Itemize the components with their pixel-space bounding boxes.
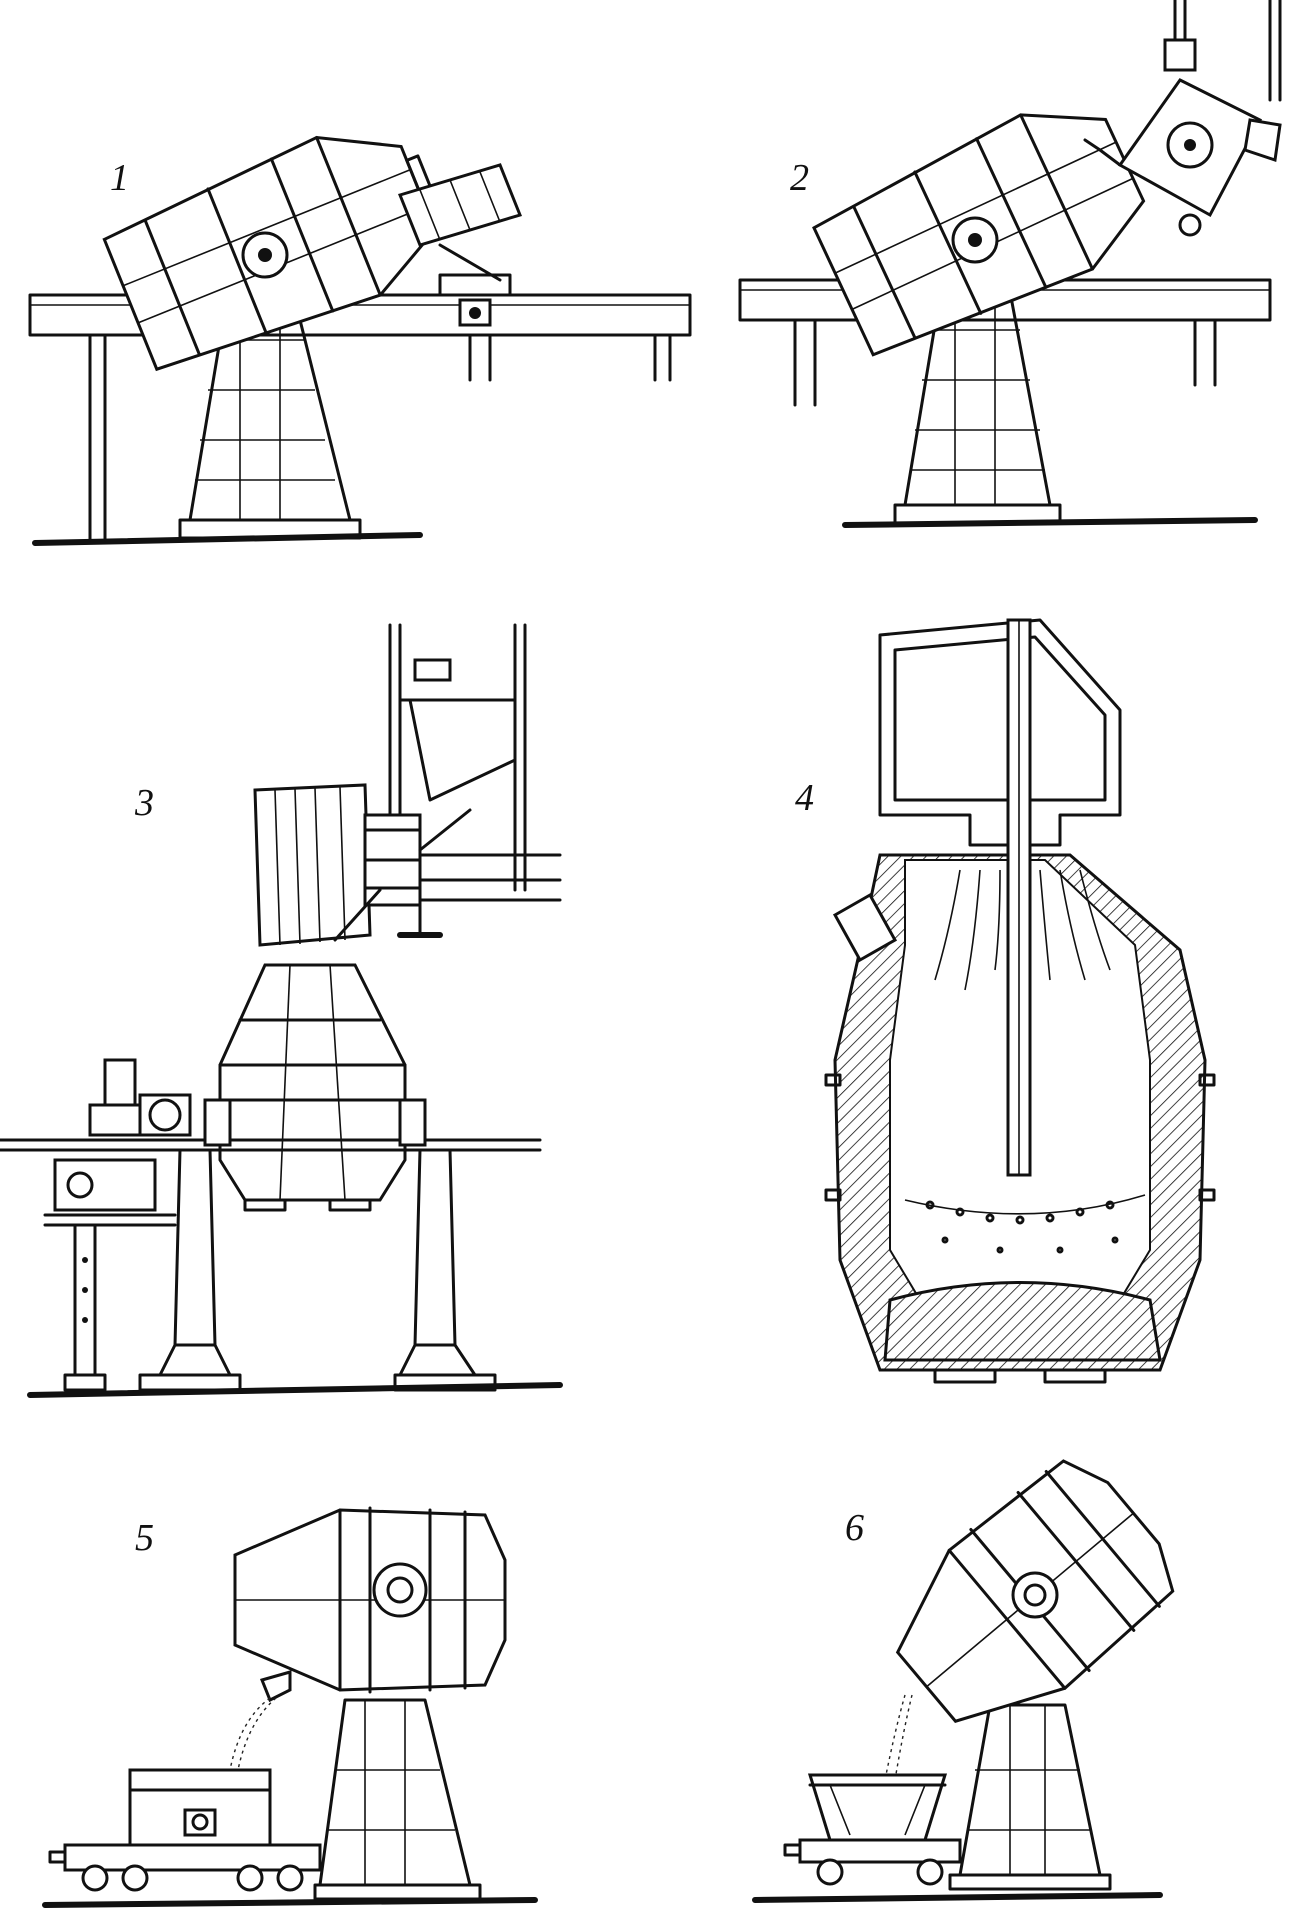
panel-4: 4 [795, 618, 1216, 1384]
ground-line [27, 1382, 563, 1398]
panel-number-1: 1 [110, 157, 129, 199]
converter-support-tower [948, 1703, 1112, 1891]
charging-box [253, 783, 472, 947]
tilting-drive [43, 1058, 192, 1392]
ladle-car [48, 1768, 322, 1892]
working-platform [28, 293, 692, 542]
slag-stream [884, 1694, 913, 1781]
converter-vessel [218, 963, 407, 1212]
hood [878, 618, 1122, 847]
panel-2: 2 [738, 0, 1282, 528]
panel-number-2: 2 [790, 157, 809, 199]
converter-support-legs [138, 1148, 497, 1392]
trunnion [372, 1562, 428, 1618]
converter-support-tower [178, 278, 362, 540]
converter-lugs [824, 1073, 1216, 1384]
scrap-chute [397, 163, 523, 327]
converter-vessel [233, 1506, 507, 1694]
taphole [832, 892, 898, 963]
ground-line [42, 1897, 538, 1908]
panel-number-6: 6 [845, 1507, 864, 1549]
slag-pot-car [783, 1773, 962, 1886]
oxygen-lance [1006, 618, 1032, 1177]
panel-3: 3 [0, 623, 563, 1398]
panel-5: 5 [42, 1506, 538, 1908]
panel-number-3: 3 [134, 782, 154, 824]
bath-surface [883, 1194, 1162, 1362]
panel-number-5: 5 [135, 1517, 154, 1559]
trunnion [1011, 1571, 1059, 1619]
panel-6: 6 [752, 1459, 1175, 1903]
panel-number-4: 4 [795, 777, 814, 819]
crane-hook-ladle [1083, 0, 1282, 237]
steel-stream [229, 1670, 292, 1771]
panel-1: 1 [28, 135, 692, 546]
flame-jets [934, 869, 1111, 991]
converter-support-tower [313, 1698, 482, 1901]
ground-line [752, 1892, 1163, 1903]
